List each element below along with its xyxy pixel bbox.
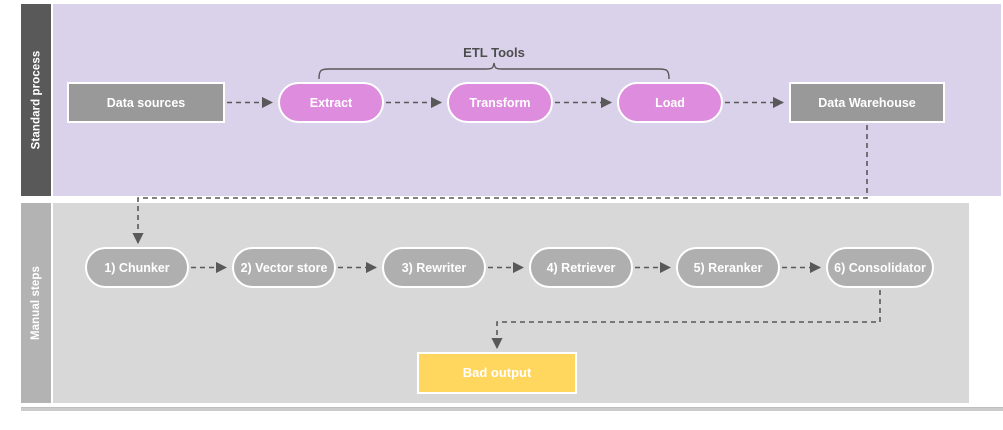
lane-header-standard-process: Standard process <box>21 4 51 196</box>
node-label-rewriter: 3) Rewriter <box>401 260 467 275</box>
lane-header-manual-steps: Manual steps <box>21 203 51 403</box>
etl-tools-label: ETL Tools <box>463 45 525 60</box>
lane-label-manual-steps: Manual steps <box>30 265 42 341</box>
node-bad-output[interactable]: Bad output <box>417 352 577 394</box>
node-vector-store[interactable]: 2) Vector store <box>232 247 336 288</box>
node-label-bad-output: Bad output <box>462 365 532 380</box>
node-data-warehouse[interactable]: Data Warehouse <box>789 82 945 123</box>
node-chunker[interactable]: 1) Chunker <box>85 247 189 288</box>
node-label-extract: Extract <box>309 95 353 110</box>
node-label-consolidator: 6) Consolidator <box>834 260 926 275</box>
node-extract[interactable]: Extract <box>278 82 384 123</box>
node-label-data-warehouse: Data Warehouse <box>818 95 916 110</box>
node-consolidator[interactable]: 6) Consolidator <box>826 247 934 288</box>
node-label-chunker: 1) Chunker <box>104 260 170 275</box>
node-label-retriever: 4) Retriever <box>546 260 616 275</box>
node-label-transform: Transform <box>469 95 531 110</box>
node-label-load: Load <box>655 95 685 110</box>
node-retriever[interactable]: 4) Retriever <box>529 247 633 288</box>
node-label-vector-store: 2) Vector store <box>240 260 328 275</box>
node-reranker[interactable]: 5) Reranker <box>676 247 780 288</box>
node-transform[interactable]: Transform <box>447 82 553 123</box>
node-rewriter[interactable]: 3) Rewriter <box>382 247 486 288</box>
node-label-reranker: 5) Reranker <box>693 260 763 275</box>
lane-label-standard-process: Standard process <box>30 50 42 150</box>
footer-divider <box>21 407 1003 411</box>
node-label-data-sources: Data sources <box>106 95 186 110</box>
node-load[interactable]: Load <box>617 82 723 123</box>
node-data-sources[interactable]: Data sources <box>67 82 225 123</box>
